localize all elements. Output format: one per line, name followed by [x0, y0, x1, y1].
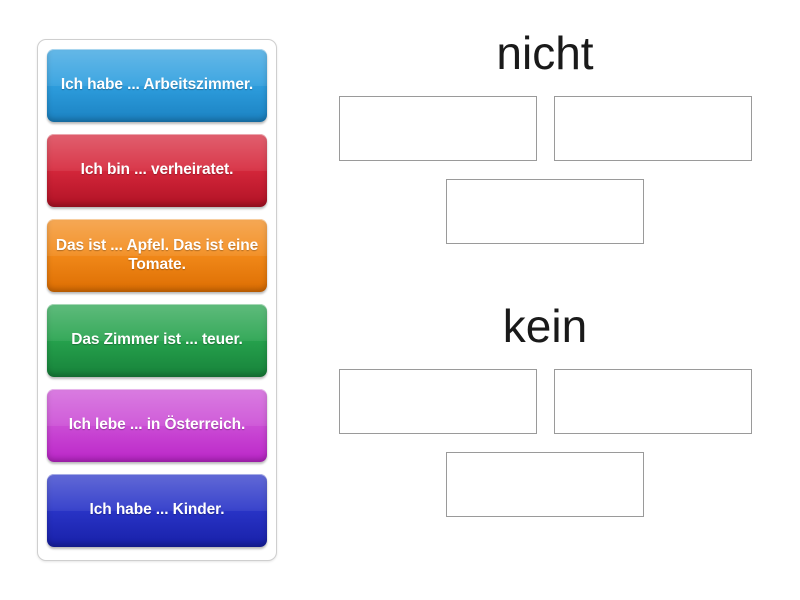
- draggable-tile-5[interactable]: Ich lebe ... in Österreich.: [47, 389, 267, 462]
- drop-slot-kein-2[interactable]: [553, 369, 752, 434]
- draggable-tile-3[interactable]: Das ist ... Apfel. Das ist eine Tomate.: [47, 219, 267, 292]
- group-columns: nicht kein: [322, 30, 768, 576]
- tile-label: Ich bin ... verheiratet.: [80, 161, 234, 179]
- group-title-kein: kein: [502, 300, 588, 352]
- tile-label: Ich habe ... Kinder.: [89, 501, 225, 519]
- slot-row: [322, 369, 768, 434]
- slot-rows-kein: [322, 369, 768, 517]
- draggable-tile-2[interactable]: Ich bin ... verheiratet.: [47, 134, 267, 207]
- drop-slot-nicht-3[interactable]: [446, 179, 644, 244]
- slot-row: [322, 179, 768, 244]
- group-nicht: nicht: [322, 30, 768, 244]
- tile-label: Das ist ... Apfel. Das ist eine Tomate.: [55, 236, 259, 273]
- group-kein: kein: [322, 303, 768, 517]
- tile-list: Ich habe ... Arbeitszimmer. Ich bin ... …: [47, 49, 267, 547]
- drop-slot-nicht-2[interactable]: [553, 96, 752, 161]
- source-tile-panel: Ich habe ... Arbeitszimmer. Ich bin ... …: [37, 39, 277, 561]
- tile-label: Das Zimmer ist ... teuer.: [71, 331, 243, 349]
- draggable-tile-6[interactable]: Ich habe ... Kinder.: [47, 474, 267, 547]
- slot-row: [322, 452, 768, 517]
- group-title-nicht: nicht: [496, 27, 594, 79]
- tile-label: Ich habe ... Arbeitszimmer.: [60, 76, 254, 94]
- drop-slot-kein-1[interactable]: [338, 369, 537, 434]
- drop-slot-kein-3[interactable]: [446, 452, 644, 517]
- draggable-tile-1[interactable]: Ich habe ... Arbeitszimmer.: [47, 49, 267, 122]
- slot-row: [322, 96, 768, 161]
- drop-slot-nicht-1[interactable]: [338, 96, 537, 161]
- tile-label: Ich lebe ... in Österreich.: [68, 416, 246, 434]
- slot-rows-nicht: [322, 96, 768, 244]
- draggable-tile-4[interactable]: Das Zimmer ist ... teuer.: [47, 304, 267, 377]
